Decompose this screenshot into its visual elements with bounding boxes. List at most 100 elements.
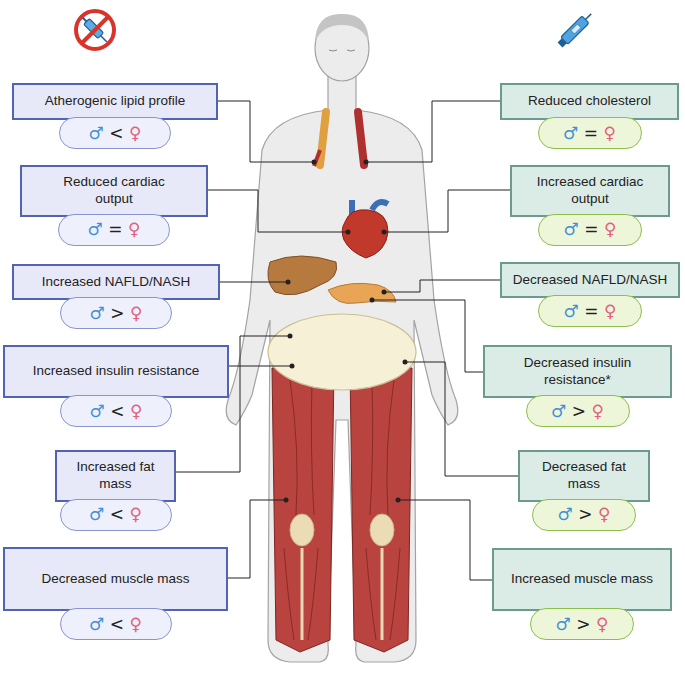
leader-dot xyxy=(364,160,369,165)
heart xyxy=(342,210,388,258)
leader-line xyxy=(218,282,288,283)
fat-tissue xyxy=(268,314,416,390)
symbol: ♂ xyxy=(90,303,105,323)
symbol xyxy=(573,504,578,524)
symbol: ♂ xyxy=(89,614,104,634)
leader-dot xyxy=(382,230,387,235)
sex-comparison: ♂ < ♀ xyxy=(89,506,142,523)
effect-label: Increased NAFLD/NASH xyxy=(20,274,212,291)
symbol: > xyxy=(572,401,586,421)
symbol xyxy=(566,401,571,421)
leader-line xyxy=(216,101,314,162)
leg-muscles xyxy=(272,368,412,652)
leader-dot xyxy=(286,280,291,285)
hair xyxy=(315,14,369,42)
symbol xyxy=(579,301,584,321)
muscle-strands xyxy=(284,380,400,640)
leader-lines xyxy=(176,101,518,580)
symbol: > xyxy=(578,504,592,524)
symbol: ♂ xyxy=(556,614,571,634)
artery xyxy=(358,112,364,165)
leader-dot xyxy=(382,290,387,295)
symbol xyxy=(124,614,129,634)
prohibition-ring xyxy=(76,11,114,49)
symbol: ♂ xyxy=(563,123,578,143)
effect-label: Decreased insulin resistance* xyxy=(491,355,664,389)
sex-comparison: ♂ < ♀ xyxy=(89,616,142,633)
symbol: ♀ xyxy=(130,303,142,323)
symbol xyxy=(571,614,576,634)
no-treatment-icon xyxy=(79,14,111,46)
symbol xyxy=(104,504,109,524)
leader-dots xyxy=(284,160,408,503)
sex-comparison: ♂ < ♀ xyxy=(89,125,142,142)
knee xyxy=(370,514,394,546)
symbol xyxy=(105,303,110,323)
leader-line xyxy=(227,366,292,367)
effect-label: Decreased muscle mass xyxy=(11,571,220,588)
leader-line xyxy=(398,500,492,580)
sex-comparison-pill: ♂ > ♀ xyxy=(60,297,172,329)
effect-box: Increased fat mass xyxy=(55,450,176,502)
symbol: = xyxy=(108,219,122,239)
leader-line xyxy=(226,500,286,578)
effect-box: Decreased insulin resistance* xyxy=(483,345,672,398)
symbol: < xyxy=(110,504,124,524)
effect-box: Increased muscle mass xyxy=(492,548,672,611)
symbol: ♀ xyxy=(598,504,610,524)
effect-label: Increased cardiac output xyxy=(531,174,649,208)
pen-window xyxy=(571,24,581,34)
symbol xyxy=(124,123,129,143)
symbol: ♀ xyxy=(129,504,141,524)
eyes xyxy=(329,50,355,51)
leader-line xyxy=(384,280,500,292)
sex-comparison-pill: ♂ = ♀ xyxy=(538,295,642,327)
symbol: ♀ xyxy=(596,614,608,634)
prohibition-slash xyxy=(82,17,108,43)
symbol xyxy=(103,219,108,239)
symbol xyxy=(124,504,129,524)
pen-needle xyxy=(585,14,591,20)
effect-box: Atherogenic lipid profile xyxy=(12,83,218,120)
body-silhouette xyxy=(226,76,458,662)
effect-label: Reduced cardiac output xyxy=(58,174,170,208)
human-figure xyxy=(226,14,458,662)
symbol: < xyxy=(109,123,123,143)
effect-label: Reduced cholesterol xyxy=(508,93,671,110)
symbol xyxy=(104,123,109,143)
symbol xyxy=(599,301,604,321)
leader-dot xyxy=(370,298,375,303)
symbol xyxy=(593,504,598,524)
effect-label: Increased muscle mass xyxy=(500,571,664,588)
effect-box: Reduced cholesterol xyxy=(500,83,679,120)
syringe-needle xyxy=(101,36,107,42)
sex-comparison: ♂ = ♀ xyxy=(564,221,617,238)
symbol: ♂ xyxy=(551,401,566,421)
symbol xyxy=(578,123,583,143)
pen-button xyxy=(558,38,567,47)
sex-comparison: ♂ < ♀ xyxy=(90,403,143,420)
sex-comparison-pill: ♂ < ♀ xyxy=(60,499,172,531)
knee xyxy=(290,514,314,546)
symbol: = xyxy=(584,301,598,321)
symbol xyxy=(123,219,128,239)
symbol: = xyxy=(584,123,598,143)
leader-line xyxy=(208,190,348,232)
effect-box: Decreased NAFLD/NASH xyxy=(500,262,680,298)
sex-comparison-pill: ♂ < ♀ xyxy=(60,395,172,427)
symbol: < xyxy=(110,401,124,421)
symbol: < xyxy=(110,614,124,634)
sex-comparison: ♂ > ♀ xyxy=(90,305,143,322)
sex-comparison: ♂ = ♀ xyxy=(88,221,141,238)
leader-line xyxy=(366,101,500,162)
symbol: ♀ xyxy=(591,401,603,421)
pen-body xyxy=(561,16,589,44)
sex-comparison-pill: ♂ < ♀ xyxy=(59,117,171,149)
sex-comparison: ♂ > ♀ xyxy=(558,506,611,523)
leader-dot xyxy=(346,230,351,235)
effect-box: Reduced cardiac output xyxy=(20,165,208,217)
leader-line xyxy=(384,190,510,232)
sex-comparison: ♂ > ♀ xyxy=(556,616,609,633)
symbol: ♂ xyxy=(88,219,103,239)
leader-dot xyxy=(290,364,295,369)
